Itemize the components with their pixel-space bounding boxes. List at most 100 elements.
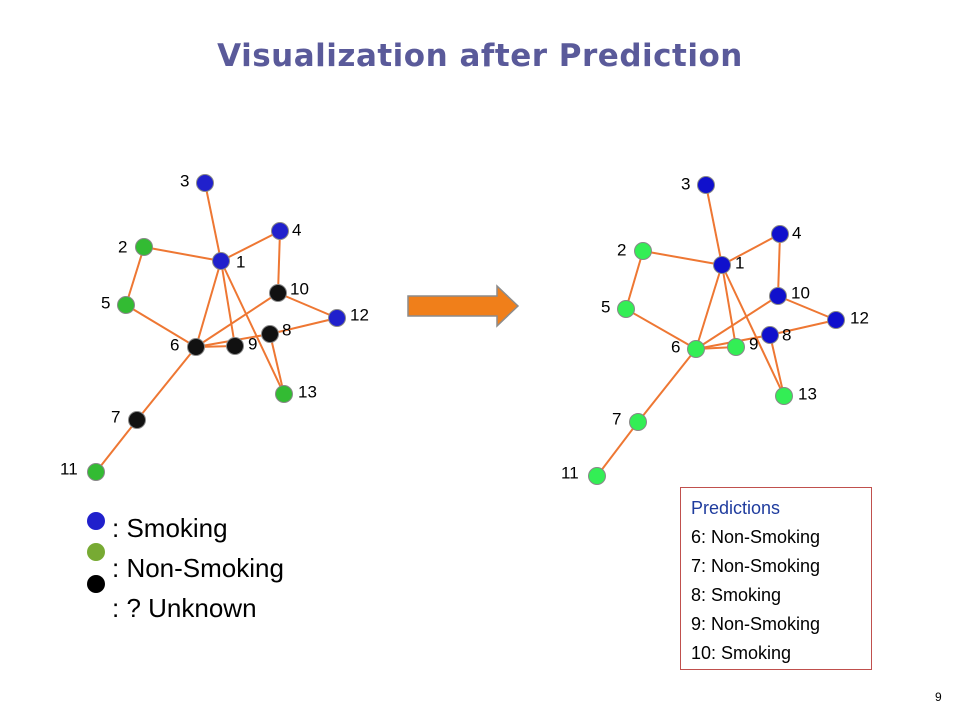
node-label-12: 12 bbox=[850, 308, 869, 327]
node-8 bbox=[761, 326, 779, 344]
node-label-3: 3 bbox=[681, 174, 690, 193]
edge-10-6 bbox=[695, 295, 779, 350]
node-label-5: 5 bbox=[601, 297, 610, 316]
prediction-line: 6: Non-Smoking bbox=[691, 527, 821, 547]
page-number: 9 bbox=[935, 690, 942, 704]
node-11 bbox=[588, 467, 606, 485]
node-label-1: 1 bbox=[236, 252, 245, 271]
edge-5-6 bbox=[625, 308, 697, 350]
arrow-right-icon bbox=[407, 284, 520, 328]
node-label-8: 8 bbox=[282, 320, 291, 339]
prediction-line: 7: Non-Smoking bbox=[691, 556, 821, 576]
legend-unknown-label: : ? Unknown bbox=[112, 593, 257, 623]
node-10 bbox=[269, 284, 287, 302]
node-label-8: 8 bbox=[782, 325, 791, 344]
edge-6-7 bbox=[136, 346, 197, 421]
edge-4-10 bbox=[777, 233, 781, 297]
node-1 bbox=[212, 252, 230, 270]
node-1 bbox=[713, 256, 731, 274]
edge-8-12 bbox=[269, 317, 338, 335]
predictions-box: Predictions 6: Non-Smoking 7: Non-Smokin… bbox=[680, 487, 872, 670]
node-label-2: 2 bbox=[118, 237, 127, 256]
edge-4-1 bbox=[220, 230, 281, 262]
edge-7-11 bbox=[596, 421, 639, 477]
transition-arrow bbox=[407, 284, 520, 328]
node-12 bbox=[328, 309, 346, 327]
node-label-13: 13 bbox=[298, 382, 317, 401]
node-label-9: 9 bbox=[248, 334, 257, 353]
node-11 bbox=[87, 463, 105, 481]
node-label-11: 11 bbox=[561, 463, 579, 482]
node-6 bbox=[187, 338, 205, 356]
edge-2-1 bbox=[642, 250, 723, 266]
legend-smoking-label: : Smoking bbox=[112, 513, 228, 543]
edge-2-1 bbox=[143, 246, 222, 262]
edge-6-1 bbox=[195, 260, 222, 348]
node-2 bbox=[135, 238, 153, 256]
prediction-line: 9: Non-Smoking bbox=[691, 614, 821, 634]
edge-3-1 bbox=[204, 182, 222, 262]
node-10 bbox=[769, 287, 787, 305]
node-9 bbox=[727, 338, 745, 356]
node-7 bbox=[629, 413, 647, 431]
node-4 bbox=[271, 222, 289, 240]
node-4 bbox=[771, 225, 789, 243]
legend-unknown-dot bbox=[87, 575, 105, 593]
node-label-6: 6 bbox=[671, 337, 680, 356]
edge-2-5 bbox=[625, 250, 644, 310]
edge-4-10 bbox=[277, 230, 281, 294]
edge-8-12 bbox=[769, 319, 837, 336]
node-label-13: 13 bbox=[798, 384, 817, 403]
node-3 bbox=[697, 176, 715, 194]
node-label-7: 7 bbox=[612, 409, 621, 428]
edge-5-6 bbox=[125, 304, 197, 348]
edge-10-12 bbox=[777, 295, 837, 321]
edge-4-1 bbox=[721, 233, 781, 266]
slide-title: Visualization after Prediction bbox=[217, 38, 743, 74]
edge-10-6 bbox=[195, 292, 279, 348]
node-label-7: 7 bbox=[111, 407, 120, 426]
node-9 bbox=[226, 337, 244, 355]
edge-8-13 bbox=[269, 333, 285, 395]
node-label-9: 9 bbox=[749, 334, 758, 353]
edge-7-11 bbox=[95, 419, 138, 473]
node-label-10: 10 bbox=[290, 279, 309, 298]
edge-6-7 bbox=[637, 348, 697, 423]
legend-smoking-dot bbox=[87, 512, 105, 530]
edge-1-13 bbox=[220, 260, 285, 395]
node-2 bbox=[634, 242, 652, 260]
prediction-line: 8: Smoking bbox=[691, 585, 782, 605]
node-13 bbox=[775, 387, 793, 405]
edge-9-1 bbox=[721, 264, 737, 348]
node-label-4: 4 bbox=[792, 223, 801, 242]
node-13 bbox=[275, 385, 293, 403]
node-3 bbox=[196, 174, 214, 192]
node-label-3: 3 bbox=[180, 171, 189, 190]
edge-2-5 bbox=[125, 246, 145, 306]
node-label-4: 4 bbox=[292, 220, 301, 239]
prediction-line: 10: Smoking bbox=[691, 643, 792, 663]
node-label-11: 11 bbox=[60, 459, 78, 478]
node-5 bbox=[617, 300, 635, 318]
node-label-2: 2 bbox=[617, 240, 626, 259]
node-label-12: 12 bbox=[350, 305, 369, 324]
legend-non-smoking-label: : Non-Smoking bbox=[112, 553, 284, 583]
edge-6-1 bbox=[695, 264, 723, 350]
edge-10-12 bbox=[277, 292, 338, 319]
node-label-1: 1 bbox=[735, 253, 744, 272]
node-label-6: 6 bbox=[170, 335, 179, 354]
edge-8-13 bbox=[769, 334, 785, 397]
legend-non-smoking-dot bbox=[87, 543, 105, 561]
node-8 bbox=[261, 325, 279, 343]
node-label-10: 10 bbox=[791, 283, 810, 302]
edge-9-1 bbox=[220, 260, 236, 347]
node-7 bbox=[128, 411, 146, 429]
edge-1-13 bbox=[721, 264, 785, 397]
node-6 bbox=[687, 340, 705, 358]
node-5 bbox=[117, 296, 135, 314]
node-12 bbox=[827, 311, 845, 329]
edge-3-1 bbox=[705, 184, 723, 266]
